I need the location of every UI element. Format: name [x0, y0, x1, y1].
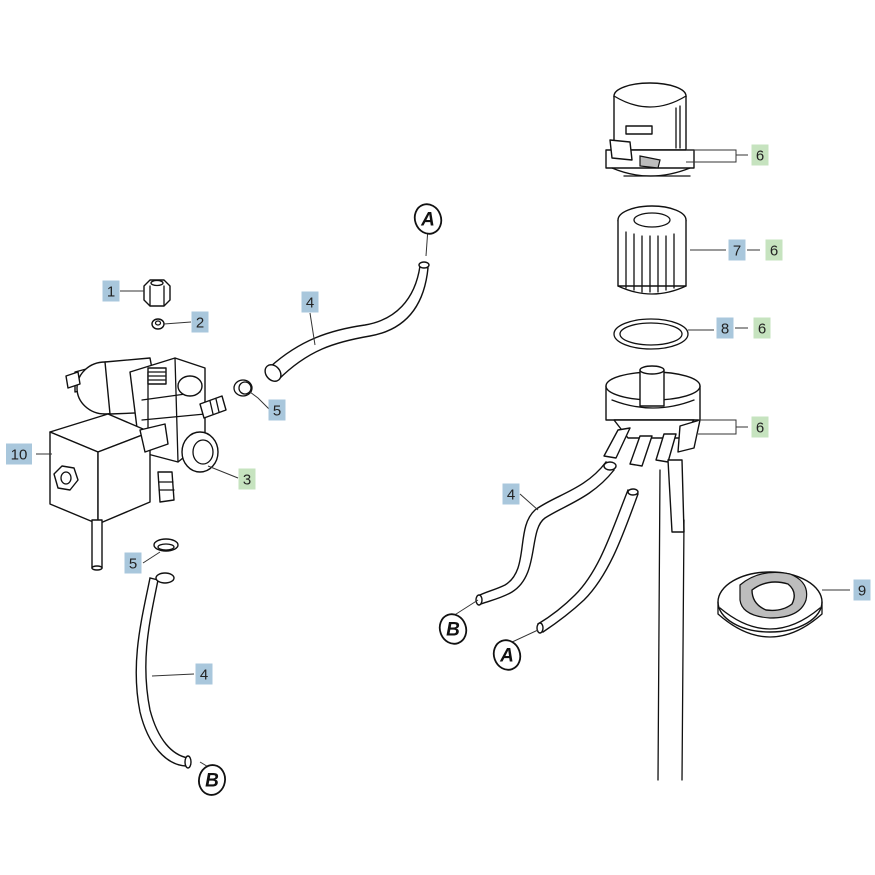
leader-lines — [36, 149, 850, 769]
callout-9: 9 — [853, 579, 871, 601]
connector-a: A — [492, 639, 522, 671]
callout-box — [124, 552, 142, 574]
grommet — [717, 571, 823, 638]
connector-ring — [438, 613, 468, 645]
connector-label: B — [205, 771, 219, 792]
callout-box — [102, 280, 120, 302]
callout-3: 3 — [238, 468, 256, 490]
callout-label: 10 — [11, 447, 28, 464]
callout-box — [765, 239, 783, 261]
callout-label: 4 — [306, 295, 314, 312]
connector-ring — [492, 639, 522, 671]
callout-4: 4 — [195, 663, 213, 685]
callout-6: 6 — [751, 144, 769, 166]
callout-box — [751, 416, 769, 438]
callout-label: 6 — [758, 321, 766, 338]
callout-label: 6 — [756, 148, 764, 165]
callout-label: 4 — [507, 487, 515, 504]
filter-cartridge — [617, 205, 687, 295]
callout-label: 2 — [196, 315, 204, 332]
callout-label: 5 — [129, 556, 137, 573]
callout-label: 9 — [858, 583, 866, 600]
callout-box — [238, 468, 256, 490]
callout-label: 3 — [243, 472, 251, 489]
callout-label: 6 — [756, 420, 764, 437]
callout-5: 5 — [268, 399, 286, 421]
callout-7: 7 — [728, 239, 746, 261]
callout-4: 4 — [301, 291, 319, 313]
callout-10: 10 — [6, 443, 32, 465]
callout-8: 8 — [716, 317, 734, 339]
hex-nut — [143, 279, 171, 307]
filter-cap — [605, 82, 695, 177]
connector-a: A — [413, 203, 443, 235]
hose — [264, 261, 430, 382]
callout-box — [268, 399, 286, 421]
callout-box — [191, 311, 209, 333]
connector-label: A — [420, 210, 435, 231]
hose-clamp — [153, 538, 179, 552]
callout-box — [751, 144, 769, 166]
hose — [475, 460, 617, 606]
connector-ring — [198, 764, 226, 796]
callout-box — [728, 239, 746, 261]
callout-box — [753, 317, 771, 339]
callout-label: 6 — [770, 243, 778, 260]
hose — [135, 572, 192, 769]
valve-assembly — [49, 357, 227, 571]
callout-box — [716, 317, 734, 339]
connector-b: B — [438, 613, 468, 645]
callout-5: 5 — [124, 552, 142, 574]
small-fitting — [151, 318, 165, 330]
callout-1: 1 — [102, 280, 120, 302]
callout-label: 7 — [733, 243, 741, 260]
callout-label: 1 — [107, 284, 115, 301]
callout-4: 4 — [502, 483, 520, 505]
callout-box — [6, 443, 32, 465]
callout-box — [502, 483, 520, 505]
o-ring — [613, 318, 689, 350]
callout-6: 6 — [753, 317, 771, 339]
hose — [536, 488, 639, 634]
filter-housing — [603, 365, 701, 781]
callout-box — [195, 663, 213, 685]
callout-label: 4 — [200, 667, 208, 684]
callout-6: 6 — [765, 239, 783, 261]
callout-2: 2 — [191, 311, 209, 333]
hose-clamp — [233, 379, 253, 397]
connector-ring — [413, 203, 443, 235]
callout-box — [853, 579, 871, 601]
callout-label: 8 — [721, 321, 729, 338]
callout-box — [301, 291, 319, 313]
connector-label: B — [446, 620, 460, 641]
connector-label: A — [499, 646, 514, 667]
callout-label: 5 — [273, 403, 281, 420]
connector-b: B — [198, 764, 226, 796]
callout-6: 6 — [751, 416, 769, 438]
